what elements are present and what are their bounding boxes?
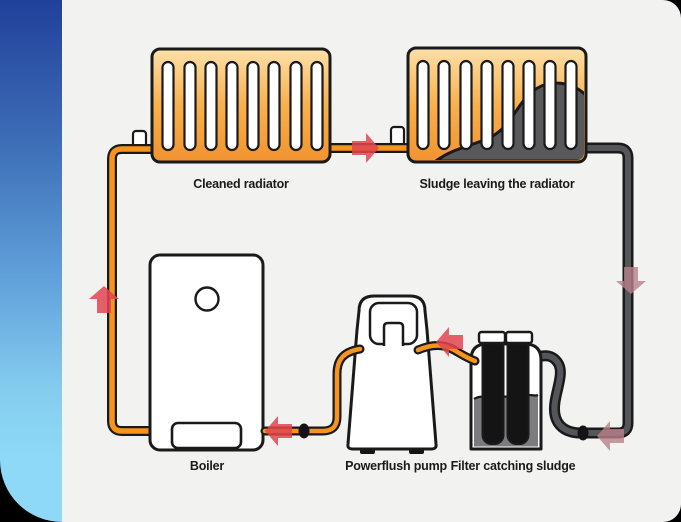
filter-unit — [469, 330, 543, 451]
valve-dot-icon — [298, 423, 310, 439]
flow-arrow-right-icon — [352, 133, 379, 163]
pipe-right-return — [536, 142, 634, 439]
filter-tube — [506, 336, 530, 445]
label-cleaned-radiator: Cleaned radiator — [193, 177, 289, 191]
powerflush-pump — [346, 294, 438, 454]
flow-arrow-left-icon — [265, 416, 292, 446]
radiator-fins — [161, 60, 324, 152]
flow-arrow-left-icon — [597, 421, 624, 451]
filter-tube — [481, 336, 505, 445]
label-sludge-radiator: Sludge leaving the radiator — [419, 177, 574, 191]
pipe-left-loop — [107, 144, 158, 436]
label-powerflush-pump: Powerflush pump — [345, 459, 447, 473]
boiler-door — [170, 421, 243, 450]
sludge-radiator — [406, 46, 588, 164]
filter-tube-cap — [477, 330, 507, 345]
bleed-valve-icon — [389, 125, 406, 147]
boiler-dial-icon — [194, 286, 220, 312]
hose-boiler-pump — [260, 344, 365, 436]
boiler — [148, 253, 265, 452]
filter-tube-cap — [504, 330, 534, 345]
hose-pump-filter — [413, 341, 480, 366]
valve-dot-icon — [577, 425, 589, 441]
blue-gradient-strip — [0, 0, 62, 522]
label-boiler: Boiler — [190, 459, 225, 473]
flow-arrow-down-icon — [616, 267, 646, 294]
pump-handle — [368, 301, 419, 346]
label-filter: Filter catching sludge — [451, 459, 576, 473]
radiator-fins — [416, 59, 578, 151]
cleaned-radiator — [150, 47, 332, 164]
